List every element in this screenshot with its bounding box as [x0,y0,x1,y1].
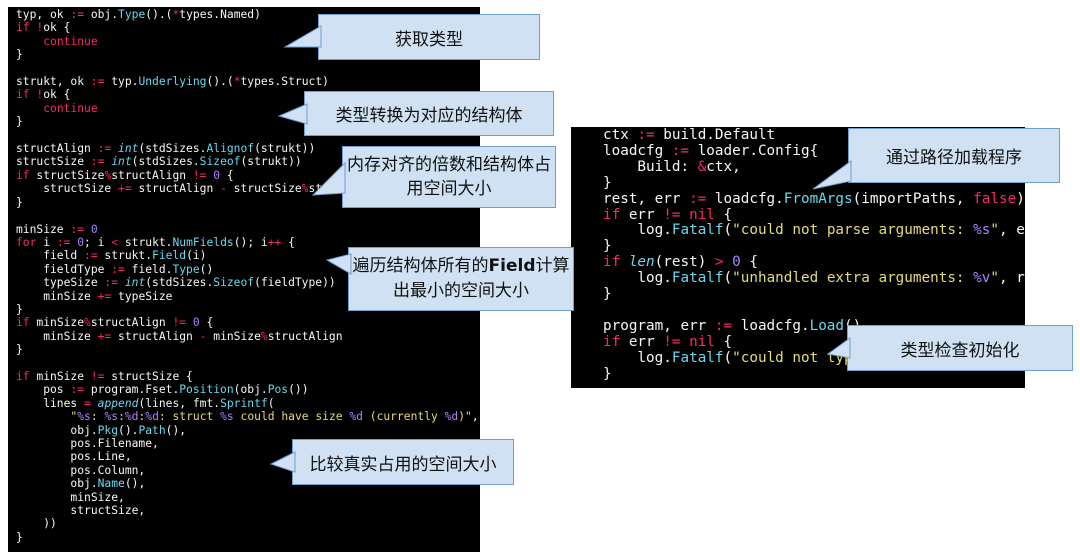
callout-get-type-text: 获取类型 [395,29,463,50]
code-line: } [603,365,612,382]
callout-pointer [277,103,308,125]
code-line: minSize += typeSize [16,289,173,303]
code-line: if err != nil { [603,333,733,350]
code-line: typeSize := int(stdSizes.Sizeof(fieldTyp… [16,276,336,290]
code-line: } [603,286,612,303]
callout-align-size: 内存对齐的倍数和结构体占 用空间大小 [311,146,556,208]
callout-type-check-text: 类型检查初始化 [900,340,1020,361]
code-line: if err != nil { [603,206,733,223]
code-line: } [16,48,23,62]
callout-field-text-post: 计算 [535,256,570,276]
code-line: field := strukt.Field(i) [16,249,207,263]
code-line: } [16,302,23,316]
code-line: ctx := build.Default [603,127,776,143]
code-line: minSize += structAlign - minSize%structA… [16,329,343,343]
code-line: pos := program.Fset.Position(obj.Pos()) [16,383,309,397]
code-line: continue [43,34,98,48]
code-line: "%s: %s:%d:%d: struct %s could have size… [70,410,479,424]
code-line: if !ok { [16,88,71,102]
callout-field-min-size: 遍历结构体所有的Field计算 出最小的空间大小 [325,247,574,311]
code-line [16,357,23,370]
code-line: if len(rest) > 0 { [603,254,758,271]
code-line: } [16,530,23,544]
code-line: } [16,195,23,209]
callout-convert-struct-text: 类型转换为对应的结构体 [335,106,523,126]
callout-type-check: 类型检查初始化 [826,325,1073,371]
code-line: pos.Column, [16,463,146,477]
callout-compare-size: 比较真实占用的空间大小 [269,439,514,485]
code-line: program, err := loadcfg.Load() [603,317,861,334]
callout-pointer [311,161,346,196]
code-line: continue [43,101,98,115]
code-line: log.Fatalf("could not parse arguments: %… [603,222,1025,239]
code-line: Build: &ctx, [603,158,741,175]
right-code-block: ctx := build.Default loadcfg := loader.C… [603,127,1025,383]
code-line: minSize := 0 [16,222,98,236]
callout-compare-size-text: 比较真实占用的空间大小 [309,454,497,475]
callout-pointer [269,451,296,473]
callout-load-program: 通过路径加载程序 [812,128,1060,190]
code-line: } [16,343,23,357]
code-line: strukt, ok := typ.Underlying().(*types.S… [16,75,329,89]
code-line: if minSize != structSize { [16,369,193,383]
code-line: log.Fatalf("unhandled extra arguments: %… [603,270,1025,287]
code-line: structSize := int(stdSizes.Sizeof(strukt… [16,155,302,169]
code-line [16,209,23,222]
left-code-block: typ, ok := obj.Type().(*types.Named) if … [16,8,479,544]
code-line: obj.Pkg().Path(), [16,423,187,437]
code-line: } [603,238,612,255]
code-line: if !ok { [16,21,71,35]
callout-field-text-line2: 出最小的空间大小 [393,281,529,301]
callout-align-size-line2: 用空间大小 [406,179,492,199]
callout-pointer [283,25,322,48]
code-line: rest, err := loadcfg.FromArgs(importPath… [603,190,1025,207]
code-line: if structSize%structAlign != 0 { [16,168,234,182]
code-line: } [603,174,612,191]
callout-get-type: 获取类型 [283,14,540,60]
code-line: loadcfg := loader.Config{ [603,142,819,159]
code-line: obj.Name(), [16,477,146,491]
code-line: pos.Line, [16,450,132,464]
code-line: pos.Filename, [16,437,159,450]
code-line: typ, ok := obj.Type().(*types.Named) [16,8,261,21]
code-line: structSize += structAlign - structSize%s… [16,182,349,196]
code-line: )) [16,517,57,531]
code-line: lines = append(lines, fmt.Sprintf( [16,396,275,410]
code-line: structSize, [16,504,146,518]
code-line [16,62,23,75]
callout-pointer [812,160,852,190]
code-line: if minSize%structAlign != 0 { [16,316,214,330]
code-line: minSize, [16,490,125,504]
code-line: structAlign := int(stdSizes.Alignof(stru… [16,142,316,156]
code-line: for i := 0; i < strukt.NumFields(); i++ … [16,235,295,249]
code-line [16,129,23,142]
callout-load-program-text: 通过路径加载程序 [886,148,1022,168]
callout-convert-struct: 类型转换为对应的结构体 [277,91,554,136]
callout-field-text-pre: 遍历结构体所有的 [352,256,489,276]
code-line [603,302,612,318]
code-line: } [16,115,23,129]
code-line: fieldType := field.Type() [16,262,214,276]
callout-pointer [325,253,352,275]
callout-align-size-line1: 内存对齐的倍数和结构体占 [347,155,551,175]
callout-pointer [826,337,851,359]
callout-field-text-bold: Field [488,256,536,276]
